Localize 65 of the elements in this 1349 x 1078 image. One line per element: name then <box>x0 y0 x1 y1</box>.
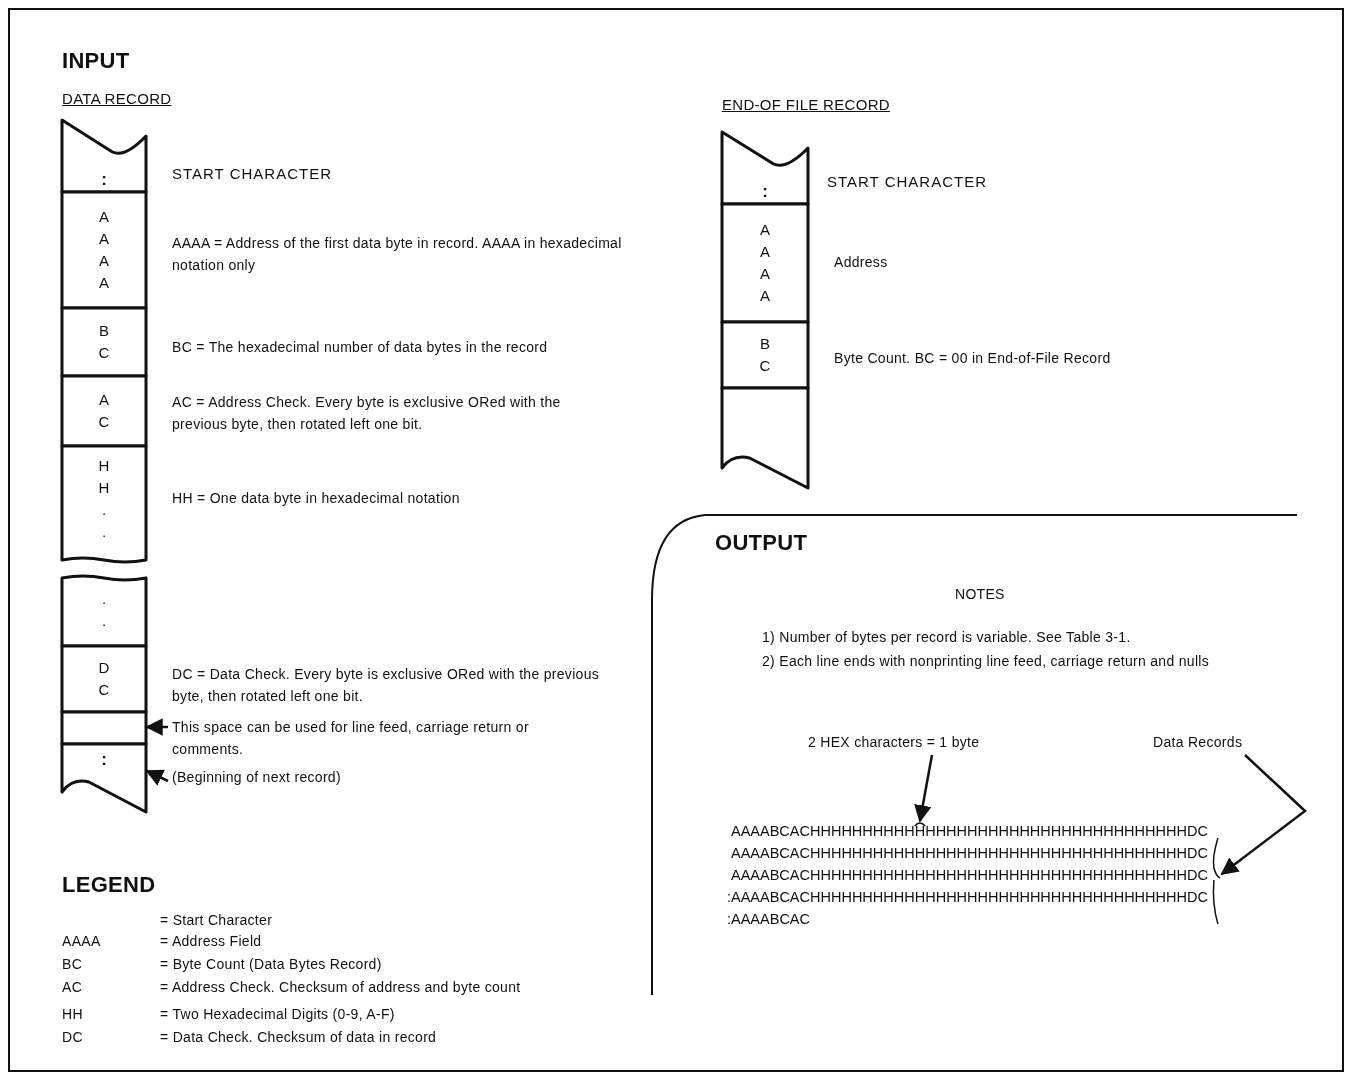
cell-characters: H H . . <box>98 456 110 542</box>
tape-segment <box>62 120 146 192</box>
cell-characters: B C <box>759 334 771 376</box>
callout-text: 2 HEX characters = 1 byte <box>808 731 1038 753</box>
cell-characters: : <box>761 181 769 203</box>
legend-meaning: = Start Character <box>160 911 273 930</box>
output-record: :AAAABCACHHHHHHHHHHHHHHHHHHHHHHHHHHHHHHHHHHHHDC <box>727 888 1208 907</box>
output-record: AAAABCACHHHHHHHHHHHHHHHHHHHHHHHHHHHHHHHHHHHHDC <box>731 822 1208 841</box>
tape-segment <box>722 388 808 488</box>
field-description: AAAA = Address of the first data byte in record. AAAA in hexadecimal notation only <box>172 234 623 275</box>
record-heading: END-OF FILE RECORD <box>722 95 890 115</box>
legend-code: DC <box>62 1028 83 1047</box>
legend-code: HH <box>62 1005 83 1024</box>
field-description: HH = One data byte in hexadecimal notation <box>172 489 461 508</box>
cell-characters: A C <box>98 390 110 432</box>
tape-segment <box>62 574 146 646</box>
tape-segment <box>722 132 808 204</box>
curly-brace <box>1212 837 1221 925</box>
field-description: START CHARACTER <box>827 172 989 192</box>
tape-segment <box>62 376 146 446</box>
output-record: :AAAABCAC <box>727 910 810 929</box>
section-heading: INPUT <box>62 48 130 74</box>
annotation-text: (Beginning of next record) <box>172 766 472 788</box>
tape-segment <box>62 308 146 376</box>
note-text: 2) Each line ends with nonprinting line feed, carriage return and nulls <box>762 652 1210 671</box>
tape-segment <box>722 204 808 322</box>
legend-meaning: = Data Check. Checksum of data in record <box>160 1028 437 1047</box>
tape-segment <box>722 322 808 388</box>
field-description: Byte Count. BC = 00 in End-of-File Record <box>834 349 1112 368</box>
cell-characters: D C <box>98 658 110 700</box>
tape-segment <box>62 744 146 812</box>
leader-arrow <box>1220 754 1307 876</box>
tape-segment <box>62 446 146 564</box>
legend-meaning: = Address Field <box>160 932 262 951</box>
output-record: AAAABCACHHHHHHHHHHHHHHHHHHHHHHHHHHHHHHHHHHHHDC <box>731 866 1208 885</box>
legend-code: AAAA <box>62 932 101 951</box>
tape-segment <box>62 712 146 744</box>
cell-characters: A A A A <box>759 220 771 306</box>
field-description: Address <box>834 253 889 272</box>
cell-characters: : <box>100 169 108 191</box>
cell-characters: A A A A <box>98 207 110 293</box>
legend-meaning: = Two Hexadecimal Digits (0-9, A-F) <box>160 1005 395 1024</box>
note-text: 1) Number of bytes per record is variable. See Table 3-1. <box>762 628 1132 647</box>
output-record: AAAABCACHHHHHHHHHHHHHHHHHHHHHHHHHHHHHHHHHHHHDC <box>731 844 1208 863</box>
cell-characters: B C <box>98 321 110 363</box>
cell-characters: : <box>100 749 108 771</box>
legend-meaning: = Address Check. Checksum of address and byte count <box>160 978 521 997</box>
tape-segment <box>62 646 146 712</box>
field-description: AC = Address Check. Every byte is exclusive ORed with the previous byte, then rotated left one bit. <box>172 393 562 434</box>
cell-characters: . . <box>100 589 108 631</box>
field-description: DC = Data Check. Every byte is exclusive ORed with the previous byte, then rotated left one bit. <box>172 665 600 706</box>
overline-mark <box>913 822 926 827</box>
legend-code: AC <box>62 978 83 997</box>
legend-code: BC <box>62 955 83 974</box>
legend-meaning: = Byte Count (Data Bytes Record) <box>160 955 382 974</box>
record-heading: DATA RECORD <box>62 89 172 109</box>
notes-heading: NOTES <box>955 585 1005 604</box>
tape-segment <box>62 192 146 308</box>
field-description: START CHARACTER <box>172 164 334 184</box>
field-description: BC = The hexadecimal number of data bytes in the record <box>172 338 549 357</box>
callout-text: Data Records <box>1153 731 1273 753</box>
annotation-text: This space can be used for line feed, carriage return or comments. <box>172 716 602 760</box>
section-heading: OUTPUT <box>715 530 808 556</box>
leader-arrow <box>914 754 934 823</box>
section-heading: LEGEND <box>62 872 156 898</box>
